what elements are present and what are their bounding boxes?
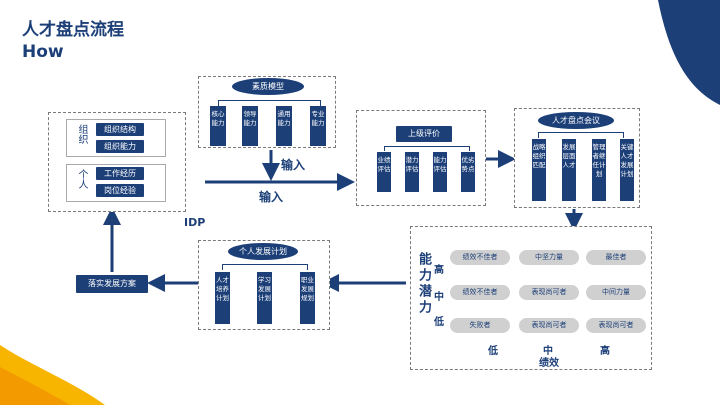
person-item-experience: 工作经历 [96,167,144,180]
input-label-lower: 输入 [259,190,284,204]
org-label: 组织 [76,124,87,144]
matrix-cell-r2c2: 表现尚可者 [519,285,579,300]
matrix-cell-r1c3: 最佳者 [586,250,646,265]
matrix-x-high: 高 [600,346,610,357]
matrix-cell-r1c2: 中坚力量 [519,250,579,265]
top-right-corner-decoration [658,0,720,105]
talent-meeting-title: 人才盘点会议 [538,112,614,129]
superior-eval-item-1: 业绩评估 [377,152,391,192]
talent-meeting-item-2: 发展层面人才 [562,139,576,201]
idp-plan-bracket [222,264,308,270]
matrix-x-title: 绩效 [539,358,559,369]
matrix-cell-r2c1: 绩效不佳者 [450,285,510,300]
bottom-left-corner-decoration [0,345,105,405]
competency-item-2: 领导能力 [242,106,258,146]
competency-item-1: 核心能力 [210,106,226,146]
idp-plan-item-2: 学习发展计划 [257,272,272,324]
superior-eval-bracket [384,146,470,151]
competency-item-4: 专业能力 [310,106,326,146]
competency-model-title: 素质模型 [232,78,304,95]
matrix-x-mid: 中 [543,346,553,357]
idp-plan-item-1: 人才培养计划 [215,272,230,324]
implement-plan-box: 落实发展方案 [76,275,148,293]
idp-plan-title: 个人发展计划 [228,243,298,260]
matrix-cell-r3c1: 失败者 [450,318,510,333]
idp-label: IDP [184,216,206,229]
matrix-cell-r3c3: 表现尚可者 [586,318,646,333]
talent-meeting-bracket [538,132,624,138]
matrix-cell-r2c3: 中间力量 [586,285,646,300]
matrix-cell-r1c1: 绩效不佳者 [450,250,510,265]
input-label-upper: 输入 [281,158,306,172]
matrix-x-low: 低 [488,346,498,357]
org-item-capability: 组织能力 [96,140,144,153]
matrix-y-mid: 中 [434,292,444,303]
idp-plan-item-3: 职业发展规划 [300,272,315,324]
matrix-y-title: 能力潜力 [416,252,431,316]
talent-meeting-item-4: 关键人才发展计划 [620,139,634,201]
competency-item-3: 通用能力 [276,106,292,146]
matrix-y-high: 高 [434,265,444,276]
matrix-cell-r3c2: 表现尚可者 [519,318,579,333]
superior-eval-item-4: 优劣势点 [461,152,475,192]
page-title: 人才盘点流程 [22,20,124,40]
superior-eval-title: 上级评价 [396,126,452,142]
matrix-y-low: 低 [434,317,444,328]
competency-bracket [218,100,321,106]
talent-meeting-item-3: 管理者继任计划 [592,139,606,201]
page-subtitle: How [22,42,64,62]
person-group [66,164,166,202]
person-item-position: 岗位经验 [96,184,144,197]
org-item-structure: 组织结构 [96,123,144,136]
org-group [66,119,166,157]
talent-meeting-item-1: 战略组织匹配 [532,139,546,201]
person-label: 个人 [76,169,87,189]
superior-eval-item-3: 能力评估 [433,152,447,192]
superior-eval-item-2: 潜力评估 [405,152,419,192]
